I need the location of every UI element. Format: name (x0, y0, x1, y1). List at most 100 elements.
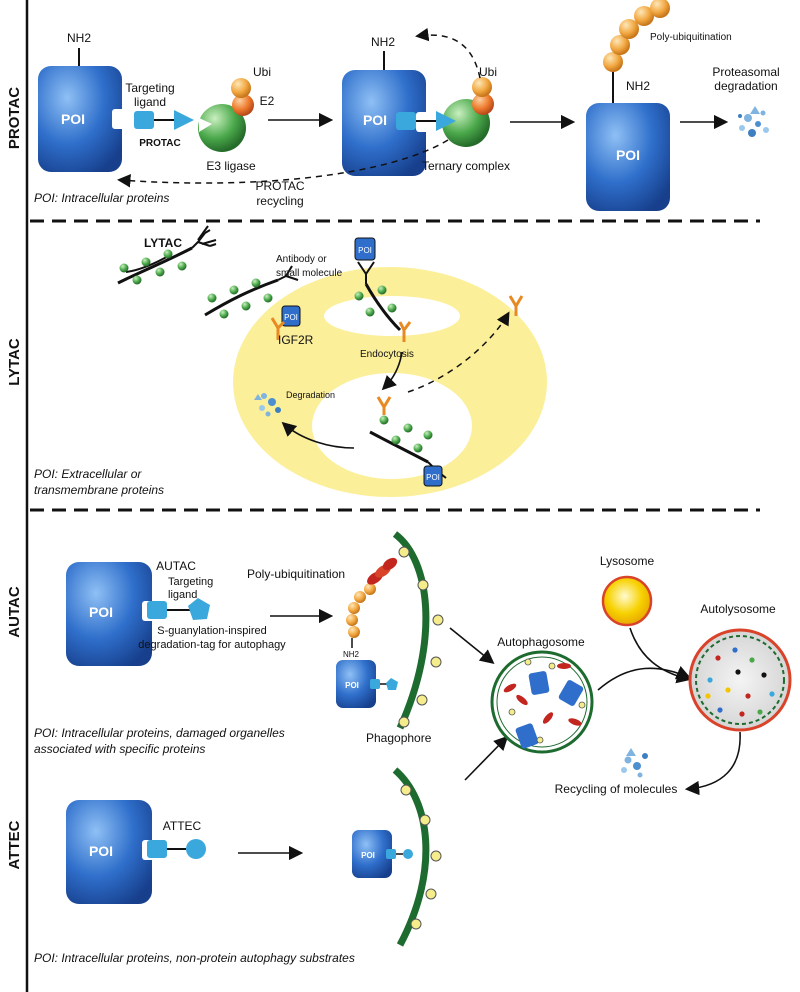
endocytosis-arrow (381, 351, 403, 391)
recycling-of-molecules-label: Recycling of molecules (555, 782, 678, 796)
s-guanylation-label-2: degradation-tag for autophagy (138, 639, 286, 651)
attec-molecule-label: ATTEC (163, 819, 202, 833)
endosome (312, 373, 472, 479)
poi-protein-autac (66, 562, 152, 666)
arrow-lysosome-to-autolysosome (629, 627, 692, 684)
arrow-to-recycling (684, 731, 741, 796)
poly-ubiquitination-label: Poly-ubiquitination (247, 567, 345, 581)
proteasomal-degradation-label-1: Proteasomal (712, 65, 779, 79)
protac-recycling-arrow (117, 139, 449, 188)
recycled-igf2r (508, 295, 524, 316)
autac-targeting-ligand (147, 601, 167, 619)
section-label-autac: AUTAC (6, 586, 23, 638)
e3-ligase (198, 104, 246, 152)
protac-poi-note: POI: Intracellular proteins (34, 191, 169, 205)
ubi-label-ternary: Ubi (479, 65, 497, 79)
protac-recycling-label-2: recycling (256, 194, 303, 208)
antibody-label-1: Antibody or (276, 254, 327, 265)
degradation-label: Degradation (286, 390, 335, 400)
autophagosome-label: Autophagosome (497, 635, 585, 649)
svg-text:POI: POI (358, 246, 372, 255)
lytac-poi-note-2: transmembrane proteins (34, 483, 164, 497)
degradation-fragments-lytac-icon (254, 393, 281, 417)
poi-small-label-attec: POI (361, 851, 375, 860)
endosome-lytac-complex: POI (369, 396, 447, 487)
poi-protein-tagged-autac (336, 660, 376, 708)
poi-label-attec: POI (89, 843, 113, 859)
arrow-to-autophagosome-bottom (464, 735, 509, 781)
attec-poi-note: POI: Intracellular proteins, non-protein… (34, 951, 355, 965)
nh2-label-ub: NH2 (626, 79, 650, 93)
e3-ligase-label: E3 ligase (206, 159, 256, 173)
ubiquitin-chain-autac (348, 626, 360, 638)
ubi-label: Ubi (253, 65, 271, 79)
section-label-lytac: LYTAC (6, 338, 23, 386)
arrow-to-autophagosome-top (449, 627, 495, 665)
poi-label: POI (61, 111, 85, 127)
s-guanylation-label-1: S-guanylation-inspired (157, 625, 266, 637)
attec-panel: POI ATTEC POI POI: Intracellular protein… (34, 767, 442, 965)
autophagosome (490, 650, 594, 754)
autolysosome (688, 628, 792, 732)
phagophore-label: Phagophore (366, 731, 432, 745)
poi-protein-ternary (342, 70, 426, 176)
arrow-autophagosome-to-autolysosome (597, 665, 691, 691)
poi-label-ub: POI (616, 147, 640, 163)
lc3-binding-ligand (186, 839, 206, 859)
poi-protein-tagged-attec (352, 830, 392, 878)
autac-targeting-ligand-2: ligand (168, 589, 197, 601)
endocytic-invagination (324, 296, 460, 336)
section-label-attec: ATTEC (6, 820, 23, 869)
phagophore-lipids (398, 546, 444, 728)
lysosome-label: Lysosome (600, 554, 655, 568)
poi-label-autac: POI (89, 604, 113, 620)
svg-text:POI: POI (426, 473, 440, 482)
attec-targeting-ligand (147, 840, 167, 858)
ternary-complex-label: Ternary complex (422, 159, 510, 173)
autac-poi-note-1: POI: Intracellular proteins, damaged org… (34, 726, 285, 740)
e3-ligand (174, 110, 194, 130)
proteasomal-degradation-label-2: degradation (714, 79, 777, 93)
poi-label-ternary: POI (363, 112, 387, 128)
nh2-label: NH2 (67, 31, 91, 45)
degradation-arrow-lytac (281, 421, 355, 449)
recycled-molecules-icon (621, 748, 648, 778)
protac-recycling-label-1: PROTAC (255, 179, 304, 193)
endocytosis-label: Endocytosis (360, 349, 414, 360)
antibody-label-2: small molecule (276, 268, 343, 279)
autolysosome-label: Autolysosome (700, 602, 776, 616)
poi-binding-pocket (112, 109, 130, 129)
protac-panel: NH2 POI Targeting ligand PROTAC Ubi E2 E… (34, 0, 780, 211)
e2-label: E2 (260, 94, 275, 108)
poi-label-lytac-small: POI (284, 313, 298, 322)
igf2r-label: IGF2R (278, 333, 314, 347)
poly-ubiquitin-chain (603, 52, 623, 72)
phagophore-lipids-attec (400, 784, 442, 930)
e2-enzyme (232, 94, 254, 116)
poi-protein (38, 66, 122, 172)
phagophore-membrane (392, 531, 430, 730)
poi-protein-attec (66, 800, 152, 904)
lytac-poi-note-1: POI: Extracellular or (34, 467, 142, 481)
autac-targeting-ligand-1: Targeting (168, 576, 213, 588)
ubiquitin (231, 78, 251, 98)
poly-ubiquitination-label-protac: Poly-ubiquitination (650, 32, 732, 43)
guanine-tag-icon (188, 598, 210, 620)
nh2-label-ternary: NH2 (371, 35, 395, 49)
lytac-igf2r-complex: POI (204, 265, 301, 340)
lytac-panel: LYTAC Antibody or small molecule (34, 225, 547, 497)
lysosome (601, 575, 653, 627)
poi-small-label-autac: POI (345, 681, 359, 690)
ubiquitin-transfer-arrow (415, 27, 481, 79)
degradation-fragments-icon (738, 106, 769, 137)
autac-poi-note-2: associated with specific proteins (34, 742, 205, 756)
autophagy-receptor (367, 557, 398, 585)
autac-molecule-label: AUTAC (156, 559, 196, 573)
section-label-protac: PROTAC (6, 87, 23, 149)
targeting-ligand (134, 111, 154, 129)
lytac-molecule-label: LYTAC (144, 236, 182, 250)
targeting-ligand-label-2: ligand (134, 95, 166, 109)
nh2-small-label: NH2 (343, 650, 360, 659)
poi-protein-ubiquitinated (586, 103, 670, 211)
targeting-ligand-label-1: Targeting (125, 81, 174, 95)
